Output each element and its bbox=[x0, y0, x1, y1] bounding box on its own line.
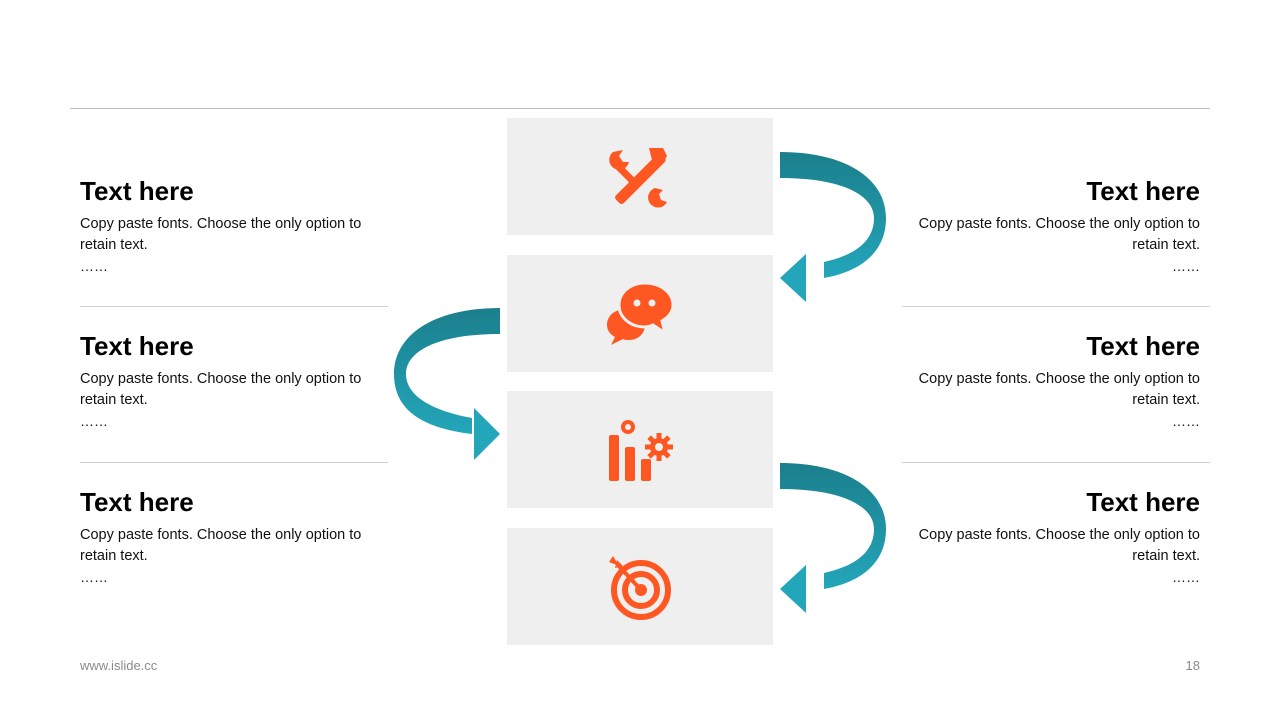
right-item-ellipsis: …… bbox=[1172, 258, 1200, 274]
left-item-body: Copy paste fonts. Choose the only option… bbox=[80, 527, 362, 564]
arrow-step1-to-step2 bbox=[780, 152, 886, 302]
step-tile-chart bbox=[507, 391, 773, 508]
right-item-1: Text here Copy paste fonts. Choose the o… bbox=[892, 176, 1200, 276]
step-tile-tools bbox=[507, 118, 773, 235]
chat-bubbles-icon bbox=[607, 280, 675, 345]
chart-gears-icon bbox=[609, 419, 673, 481]
footer-website: www.islide.cc bbox=[80, 658, 158, 673]
right-item-ellipsis: …… bbox=[1172, 569, 1200, 585]
right-item-body: Copy paste fonts. Choose the only option… bbox=[918, 527, 1200, 564]
arrow-step2-to-step3 bbox=[394, 308, 500, 460]
left-item-title: Text here bbox=[80, 487, 194, 517]
left-item-title: Text here bbox=[80, 331, 194, 361]
right-item-title: Text here bbox=[1086, 176, 1200, 206]
right-item-title: Text here bbox=[1086, 331, 1200, 361]
left-item-2: Text here Copy paste fonts. Choose the o… bbox=[80, 331, 388, 431]
right-item-title: Text here bbox=[1086, 487, 1200, 517]
right-item-ellipsis: …… bbox=[1172, 413, 1200, 429]
page-number: 18 bbox=[1185, 658, 1200, 673]
right-item-3: Text here Copy paste fonts. Choose the o… bbox=[892, 487, 1200, 587]
step-tile-target bbox=[507, 528, 773, 645]
left-item-ellipsis: …… bbox=[80, 413, 108, 429]
right-divider-2 bbox=[902, 462, 1210, 463]
left-item-body: Copy paste fonts. Choose the only option… bbox=[80, 216, 362, 253]
right-item-body: Copy paste fonts. Choose the only option… bbox=[918, 216, 1200, 253]
left-item-body: Copy paste fonts. Choose the only option… bbox=[80, 371, 362, 408]
left-item-1: Text here Copy paste fonts. Choose the o… bbox=[80, 176, 388, 276]
left-item-ellipsis: …… bbox=[80, 258, 108, 274]
tools-icon bbox=[609, 147, 667, 208]
target-icon bbox=[609, 555, 671, 620]
step-tile-chat bbox=[507, 255, 773, 372]
left-item-3: Text here Copy paste fonts. Choose the o… bbox=[80, 487, 388, 587]
arrow-step3-to-step4 bbox=[780, 463, 886, 613]
left-divider-1 bbox=[80, 306, 388, 307]
left-item-ellipsis: …… bbox=[80, 569, 108, 585]
right-item-2: Text here Copy paste fonts. Choose the o… bbox=[892, 331, 1200, 431]
left-divider-2 bbox=[80, 462, 388, 463]
left-item-title: Text here bbox=[80, 176, 194, 206]
top-divider bbox=[70, 108, 1210, 109]
right-divider-1 bbox=[902, 306, 1210, 307]
right-item-body: Copy paste fonts. Choose the only option… bbox=[918, 371, 1200, 408]
